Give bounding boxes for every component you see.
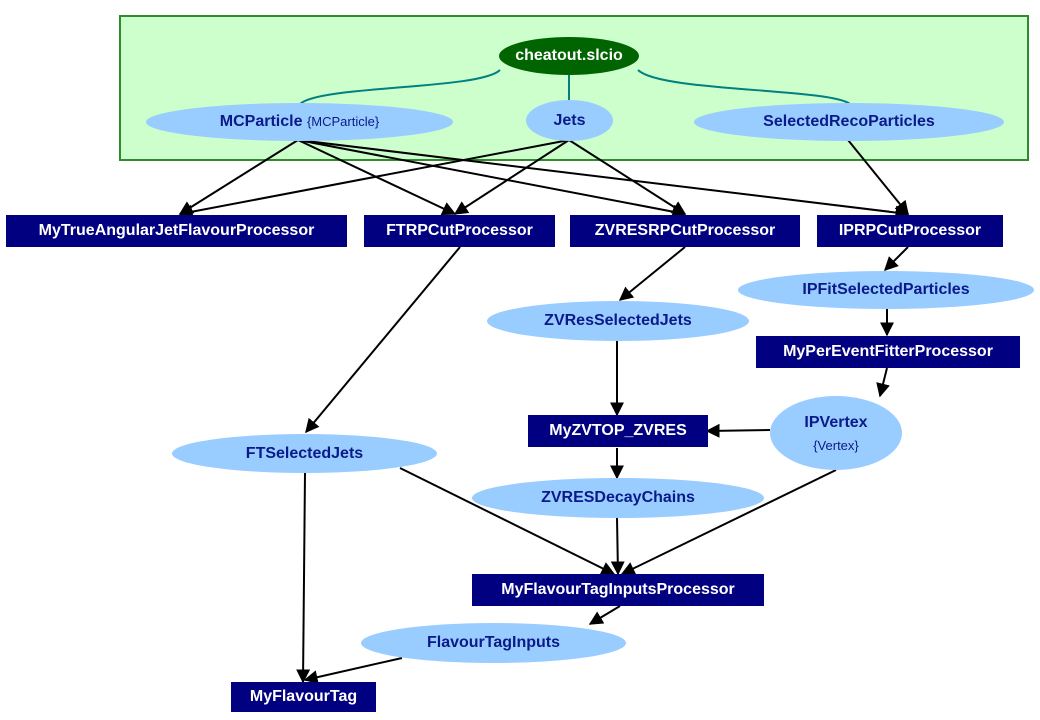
collection-zvres-selected-jets: ZVResSelectedJets: [487, 301, 749, 341]
collection-jets-label: Jets: [553, 111, 586, 129]
collection-mcparticle-type: {MCParticle}: [306, 114, 380, 130]
edge-mcparticle-iprp: [297, 139, 910, 220]
processor-ftrp-cut: FTRPCutProcessor: [364, 215, 555, 247]
collection-ip-vertex: IPVertex {Vertex}: [770, 396, 902, 470]
edge-ftrp-ftselected: [305, 246, 461, 434]
file-link-selectedreco: [637, 69, 851, 105]
processor-iprp-cut: IPRPCutProcessor: [817, 215, 1003, 247]
collection-ip-vertex-type: {Vertex}: [813, 437, 859, 453]
edge-ipvertex-zvtop: [705, 423, 771, 438]
edge-jets-ftrp: [453, 139, 570, 215]
collection-ip-fit-label: IPFitSelectedParticles: [802, 281, 970, 299]
processor-flavour-tag-inputs: MyFlavourTagInputsProcessor: [472, 574, 764, 606]
collection-mcparticle-label: MCParticle: [219, 113, 303, 131]
edge-ipvertex-fti: [620, 469, 837, 575]
collection-zvres-decay-chains: ZVRESDecayChains: [472, 478, 764, 518]
collection-ft-selected-jets: FTSelectedJets: [172, 434, 437, 473]
edge-selectedreco-iprp: [847, 139, 909, 216]
edge-mcparticle-trueangular: [178, 139, 299, 215]
processor-zvresrp-cut-label: ZVRESRPCutProcessor: [594, 222, 776, 239]
processor-zvtop-zvres: MyZVTOP_ZVRES: [528, 415, 708, 447]
processor-per-event-fitter: MyPerEventFitterProcessor: [756, 336, 1020, 368]
collection-selected-reco-particles: SelectedRecoParticles: [694, 103, 1004, 141]
processor-true-angular-label: MyTrueAngularJetFlavourProcessor: [38, 222, 315, 239]
edge-decaychains-fti: [610, 517, 625, 576]
processor-ftrp-cut-label: FTRPCutProcessor: [386, 222, 533, 239]
edge-ftselected-flavourtag: [296, 472, 311, 684]
edge-jets-zvresrp: [568, 139, 687, 215]
collection-jets: Jets: [526, 100, 613, 141]
input-file-node: cheatout.slcio: [499, 37, 639, 75]
edge-mcparticle-zvresrp: [297, 139, 687, 219]
processor-zvresrp-cut: ZVRESRPCutProcessor: [570, 215, 800, 247]
collection-mcparticle: MCParticle {MCParticle}: [146, 103, 453, 141]
edge-ftselected-fti: [399, 467, 616, 575]
edge-ftiproc-ftinputs: [588, 605, 621, 625]
processor-zvtop-zvres-label: MyZVTOP_ZVRES: [549, 422, 687, 439]
edge-ftinputs-flavourtag: [303, 657, 403, 685]
processor-flavour-tag-inputs-label: MyFlavourTagInputsProcessor: [501, 581, 735, 598]
collection-zvres-decay-chains-label: ZVRESDecayChains: [541, 489, 695, 507]
edge-iprp-ipfit: [884, 246, 909, 271]
processor-per-event-fitter-label: MyPerEventFitterProcessor: [783, 343, 993, 360]
collection-ft-selected-jets-label: FTSelectedJets: [245, 444, 364, 462]
collection-flavour-tag-inputs-label: FlavourTagInputs: [426, 634, 561, 652]
collection-ip-vertex-label: IPVertex: [804, 413, 868, 431]
collection-ip-fit-selected-particles: IPFitSelectedParticles: [738, 271, 1034, 309]
file-link-mcparticle: [299, 69, 501, 105]
collection-zvres-selected-jets-label: ZVResSelectedJets: [544, 312, 692, 330]
processor-flavour-tag-label: MyFlavourTag: [249, 688, 358, 705]
processor-flavour-tag: MyFlavourTag: [231, 682, 376, 712]
input-file-label: cheatout.slcio: [515, 47, 623, 65]
edge-zvresrp-zvressel: [618, 246, 686, 301]
processor-true-angular-jet-flavour: MyTrueAngularJetFlavourProcessor: [6, 215, 347, 247]
edge-pereventfitter-ipvertex: [876, 367, 890, 398]
collection-flavour-tag-inputs: FlavourTagInputs: [361, 623, 626, 663]
edge-jets-trueangular: [178, 139, 570, 219]
processor-iprp-cut-label: IPRPCutProcessor: [838, 222, 982, 239]
collection-selected-reco-label: SelectedRecoParticles: [763, 113, 935, 131]
